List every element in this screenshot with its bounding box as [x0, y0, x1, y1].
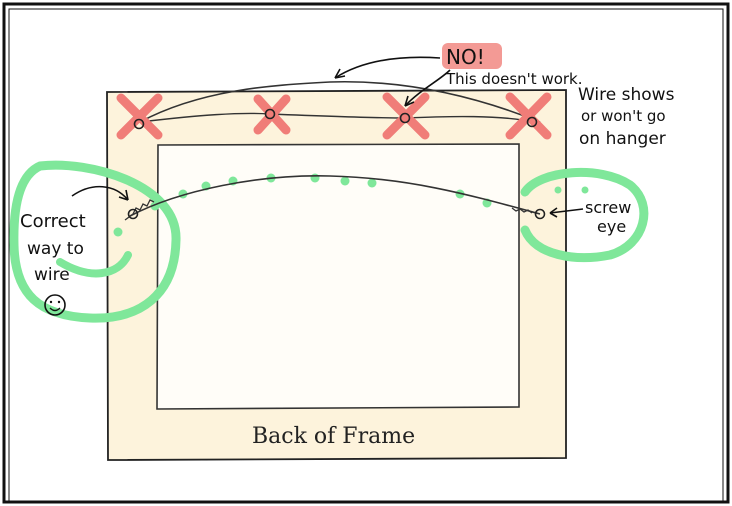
- frame-label: Back of Frame: [252, 424, 415, 449]
- wrong-text-line2: Wire shows: [578, 85, 675, 105]
- arrow-head: [404, 95, 415, 107]
- no-badge: [442, 43, 502, 69]
- x-mark-icon: [253, 94, 291, 135]
- screw-eye-icon: [399, 112, 411, 124]
- left-screw-eye-icon: [127, 208, 139, 220]
- arrow-head: [118, 189, 129, 201]
- arrow-head: [549, 207, 558, 218]
- smiley-face-icon: [44, 294, 66, 316]
- wrong-wire: [139, 80, 541, 123]
- no-label: NO!: [446, 45, 485, 69]
- correct-wire-dots: [113, 173, 492, 237]
- left-wire-twist: [124, 199, 155, 221]
- left-correct-circle-icon: [9, 160, 181, 323]
- correct-wire: [129, 175, 541, 217]
- wrong-text-line1: This doesn't work.: [445, 70, 583, 88]
- correct-text-line2: way to: [27, 239, 84, 259]
- inner-border: [8, 8, 724, 503]
- x-mark-icon: [382, 92, 430, 140]
- arrow-head: [334, 68, 346, 79]
- right-circle-dot: [554, 186, 562, 194]
- wrong-wire-straight: [139, 112, 536, 123]
- arrow-to-curved-wire: [334, 56, 441, 79]
- wrong-text-line3: or won't go: [581, 107, 666, 125]
- screw-text-line1: screw: [585, 198, 631, 217]
- wrong-text-line4: on hanger: [579, 129, 666, 149]
- correct-text-line1: Correct: [20, 211, 86, 232]
- left-correct-arc: [56, 251, 132, 278]
- right-screw-eye-icon: [534, 208, 546, 220]
- correct-text-line3: wire: [34, 265, 70, 285]
- arrow-to-left-screw: [71, 185, 129, 201]
- screw-eye-icon: [133, 118, 145, 130]
- screw-eye-icon: [526, 116, 538, 128]
- frame-back: [106, 89, 567, 461]
- right-circle-dot: [581, 186, 589, 194]
- smiley-text: ☺: [45, 308, 46, 310]
- screw-eye-icon: [264, 108, 276, 120]
- arrow-to-right-screw: [549, 208, 584, 214]
- x-mark-icon: [505, 92, 552, 140]
- right-correct-circle-icon: [520, 167, 649, 263]
- x-mark-icon: [116, 93, 163, 140]
- screw-text-line2: eye: [597, 217, 626, 236]
- right-wire-twist: [511, 207, 533, 214]
- arrow-to-screw-eye: [404, 69, 451, 107]
